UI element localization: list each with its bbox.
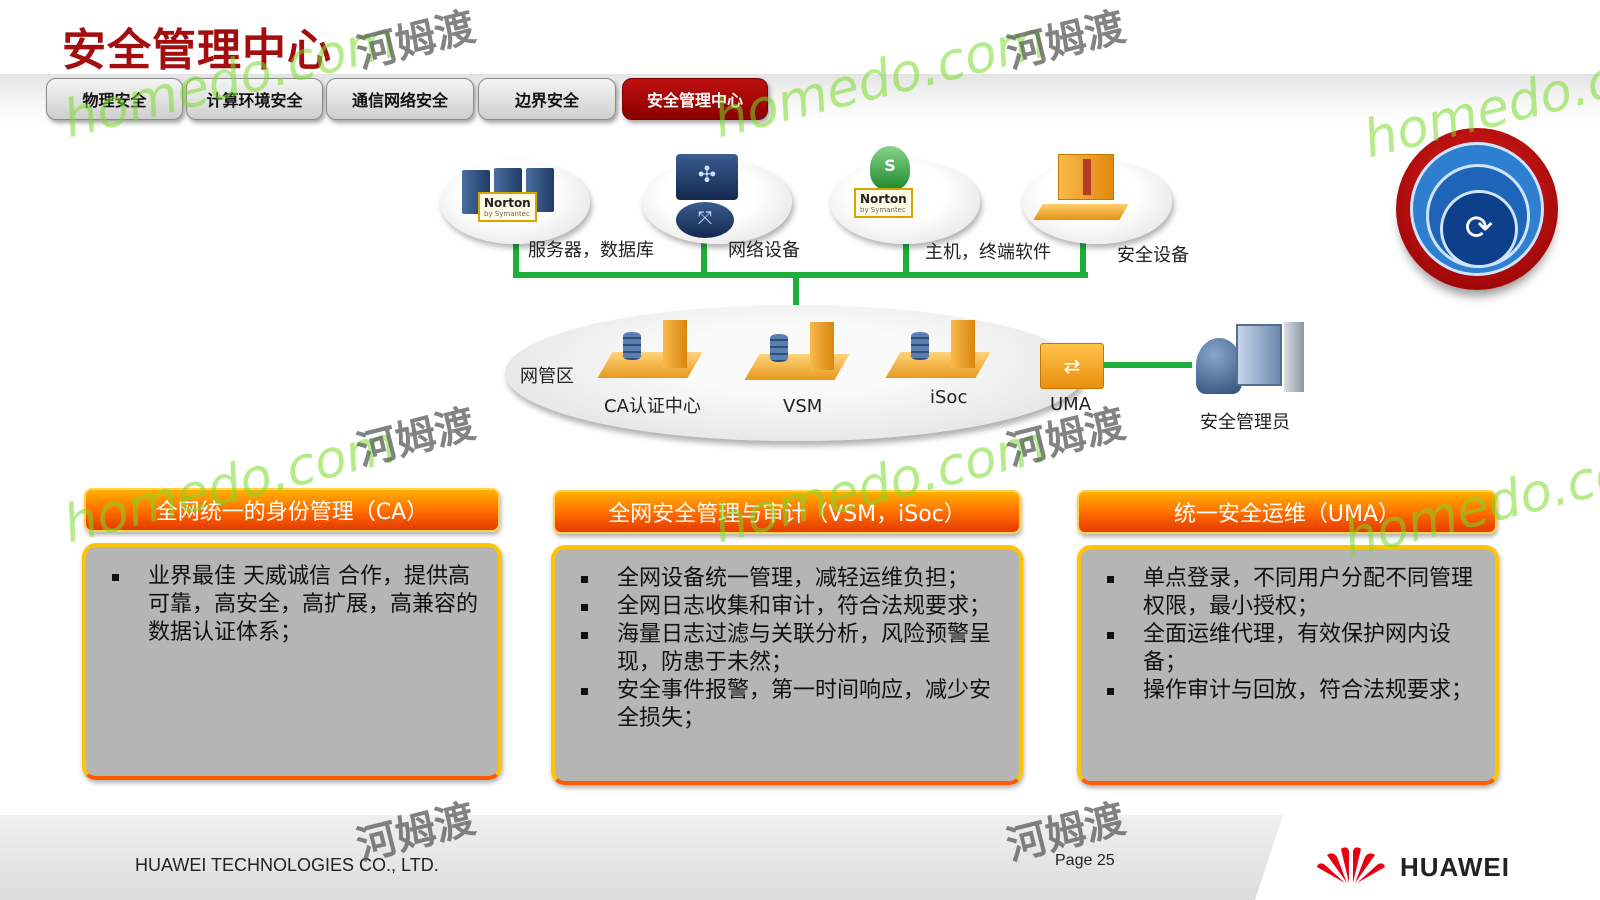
network-devices-node: ✣ ⤧ xyxy=(642,154,792,244)
ca-box-body: 业界最佳 天威诚信 合作，提供高可靠，高安全，高扩展，高兼容的数据认证体系； xyxy=(82,543,502,780)
firewall-icon xyxy=(1058,154,1114,200)
tab-boundary-security[interactable]: 边界安全 xyxy=(478,78,616,120)
watermark: homedo.com xyxy=(57,414,403,556)
page-number: Page 25 xyxy=(1055,852,1115,869)
admin-workstation-icon xyxy=(1196,318,1308,398)
list-item: 海量日志过滤与关联分析，风险预警呈现，防患于未然； xyxy=(579,621,999,677)
list-item: 全网设备统一管理，减轻运维负担； xyxy=(579,565,999,593)
ca-box-header: 全网统一的身份管理（CA） xyxy=(84,488,500,532)
list-item: 安全事件报警，第一时间响应，减少安全损失； xyxy=(579,677,999,733)
vsm-label: VSM xyxy=(783,396,823,417)
link-line xyxy=(1080,236,1086,276)
vsm-isoc-box-header: 全网安全管理与审计（VSM，iSoc） xyxy=(553,490,1021,534)
link-line xyxy=(903,236,909,276)
appliance-icon xyxy=(1033,204,1129,220)
uma-label: UMA xyxy=(1050,394,1092,415)
tab-computing-environment-security[interactable]: 计算环境安全 xyxy=(186,78,323,120)
uma-box-body: 单点登录，不同用户分配不同管理权限，最小授权； 全面运维代理，有效保护网内设备；… xyxy=(1077,545,1499,785)
list-item: 全网日志收集和审计，符合法规要求； xyxy=(579,593,999,621)
tab-physical-security[interactable]: 物理安全 xyxy=(46,78,183,120)
vsm-server-icon xyxy=(744,320,850,380)
huawei-logo-icon xyxy=(1315,843,1387,883)
uma-appliance-icon: ⇄ xyxy=(1040,343,1104,389)
admin-label: 安全管理员 xyxy=(1200,412,1290,433)
target-rings-graphic: ⟳ xyxy=(1396,128,1558,290)
isoc-label: iSoc xyxy=(930,387,968,408)
list-item: 全面运维代理，有效保护网内设备； xyxy=(1105,621,1475,677)
network-devices-label: 网络设备 xyxy=(728,240,800,261)
page-title: 安全管理中心 xyxy=(62,25,332,76)
watermark: 河姆渡 xyxy=(352,401,480,475)
uma-box-header: 统一安全运维（UMA） xyxy=(1077,490,1497,534)
list-item: 单点登录，不同用户分配不同管理权限，最小授权； xyxy=(1105,565,1475,621)
tab-security-management-center[interactable]: 安全管理中心 xyxy=(622,78,768,120)
list-item: 业界最佳 天威诚信 合作，提供高可靠，高安全，高扩展，高兼容的数据认证体系； xyxy=(110,563,478,647)
admin-link-line xyxy=(1104,362,1192,368)
ca-server-icon xyxy=(597,318,703,378)
company-name: HUAWEI TECHNOLOGIES CO., LTD. xyxy=(135,855,439,875)
network-bus-line xyxy=(513,272,1088,278)
refresh-cycle-icon: ⟳ xyxy=(1440,190,1518,268)
security-devices-node xyxy=(1022,154,1172,244)
watermark: 河姆渡 xyxy=(352,4,480,78)
huawei-logo-text: HUAWEI xyxy=(1400,852,1510,882)
tab-network-communication-security[interactable]: 通信网络安全 xyxy=(326,78,474,120)
isoc-server-icon xyxy=(885,318,991,378)
watermark: 河姆渡 xyxy=(1002,4,1130,78)
management-zone-label: 网管区 xyxy=(520,366,574,387)
list-item: 操作审计与回放，符合法规要求； xyxy=(1105,677,1475,705)
vsm-isoc-box-body: 全网设备统一管理，减轻运维负担； 全网日志收集和审计，符合法规要求； 海量日志过… xyxy=(551,545,1023,785)
router-icon: ⤧ xyxy=(676,202,734,238)
hosts-label: 主机，终端软件 xyxy=(925,242,1051,263)
link-line xyxy=(793,272,799,306)
ca-label: CA认证中心 xyxy=(604,396,701,417)
link-line xyxy=(701,236,707,276)
servers-label: 服务器，数据库 xyxy=(528,240,654,261)
section-tab-bar: 物理安全 计算环境安全 通信网络安全 边界安全 安全管理中心 xyxy=(0,74,1600,124)
switch-icon: ✣ xyxy=(676,154,738,200)
link-line xyxy=(513,236,519,276)
security-devices-label: 安全设备 xyxy=(1117,245,1189,266)
shield-icon: S xyxy=(870,146,910,190)
